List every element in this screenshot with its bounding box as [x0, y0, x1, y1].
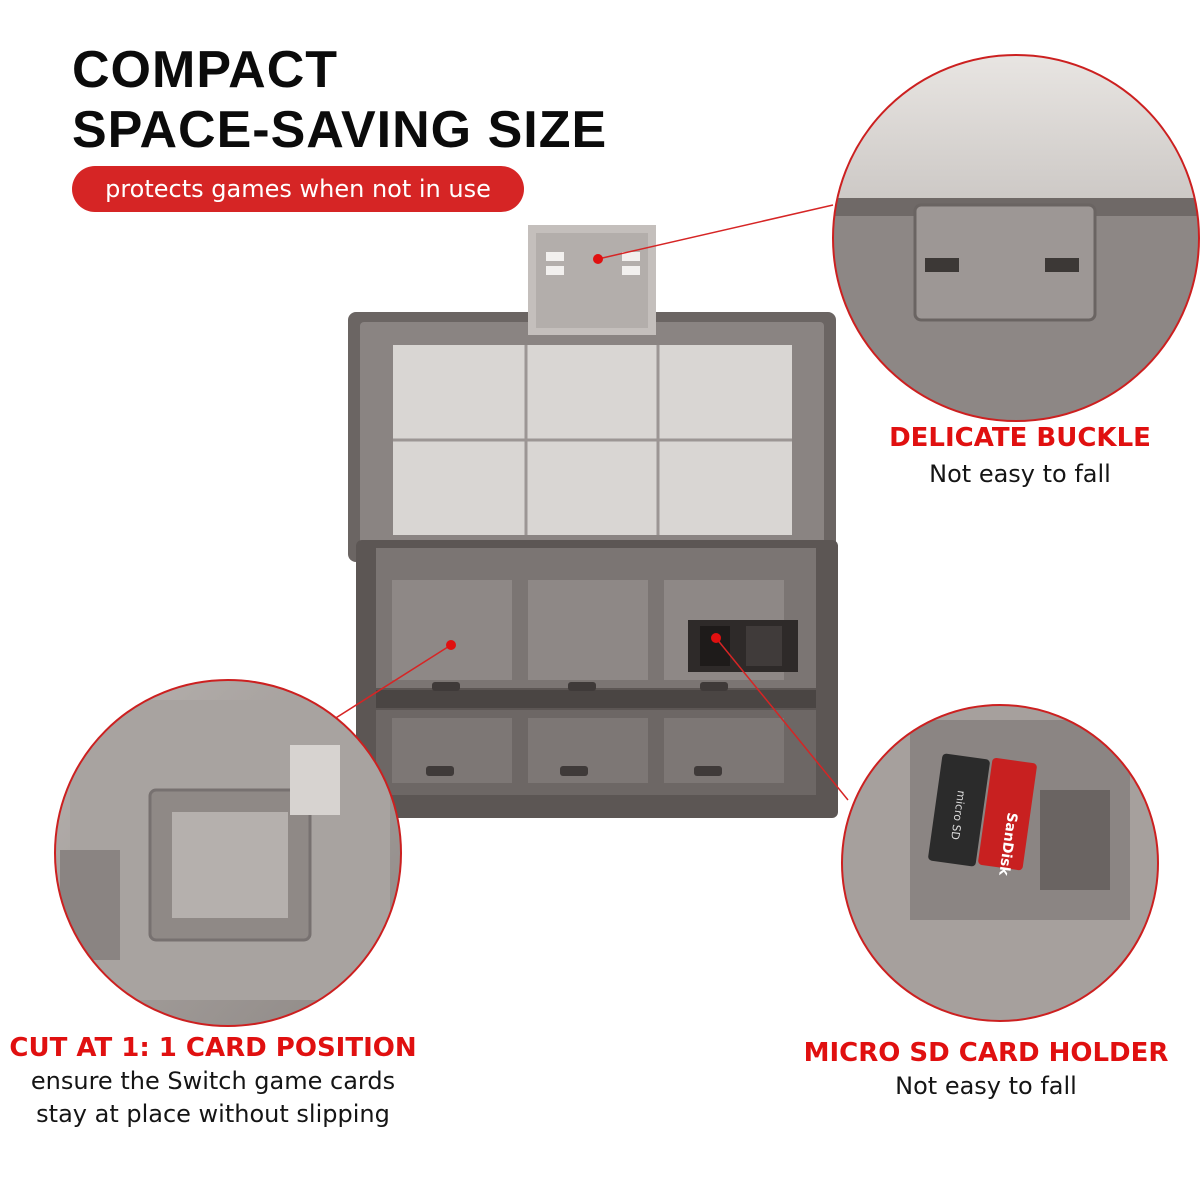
zoom-circle-sd: SanDisk micro SD — [842, 705, 1158, 1021]
red-dot-icon — [711, 633, 721, 643]
red-dot-icon — [593, 254, 603, 264]
micro-sd-subtitle: Not easy to fall — [895, 1072, 1077, 1100]
buckle-title: DELICATE BUCKLE — [889, 423, 1151, 453]
zoom-circle-sd-border — [841, 704, 1159, 1022]
headline-line-2: SPACE-SAVING SIZE — [72, 101, 608, 159]
card-position-line-1: ensure the Switch game cards — [30, 1067, 396, 1095]
zoom-circle-buckle-border — [832, 54, 1200, 422]
tagline-badge: protects games when not in use — [72, 166, 524, 212]
red-dot-icon — [446, 640, 456, 650]
zoom-circle-card-border — [54, 679, 402, 1027]
card-position-line-2: stay at place without slipping — [36, 1100, 390, 1128]
card-position-title: CUT AT 1: 1 CARD POSITION — [9, 1033, 417, 1063]
case-lid — [348, 312, 836, 562]
headline-line-1: COMPACT — [72, 41, 339, 99]
case-base — [356, 540, 838, 818]
zoom-circle-card — [55, 680, 401, 1026]
micro-sd-title: MICRO SD CARD HOLDER — [803, 1038, 1169, 1068]
zoom-circle-buckle — [833, 55, 1199, 421]
buckle-subtitle: Not easy to fall — [929, 460, 1111, 488]
buckle-tab — [528, 225, 656, 335]
